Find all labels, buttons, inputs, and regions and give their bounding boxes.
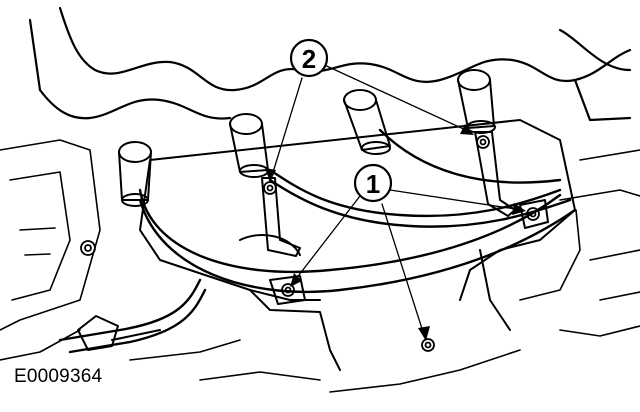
arrowhead-1c xyxy=(418,326,430,341)
upper-cover-outline xyxy=(28,6,632,122)
plug-boots xyxy=(118,69,496,207)
callout-2: 2 xyxy=(289,38,329,78)
plug-boot-2 xyxy=(229,113,269,178)
bolt-bottom xyxy=(421,338,435,352)
figure-id-label: E0009364 xyxy=(14,366,103,387)
bolt-right xyxy=(526,207,540,221)
wire-connector xyxy=(77,315,161,351)
arrowhead-2a xyxy=(265,168,276,182)
arrowhead-2b xyxy=(460,124,474,135)
arrowhead-1a xyxy=(290,273,302,287)
callout-1: 1 xyxy=(353,163,393,203)
spark-plug-wires xyxy=(58,128,577,354)
callout-1-label: 1 xyxy=(366,169,380,199)
engine-block-detail xyxy=(0,139,640,393)
bolt-lower-left xyxy=(281,283,295,297)
plug-boot-1 xyxy=(118,141,152,207)
bolt-side xyxy=(80,240,96,256)
intake-plenum xyxy=(139,119,576,371)
callout-1-leaders xyxy=(291,189,523,339)
callout-2-leaders xyxy=(269,61,471,183)
bolt-bracket-left xyxy=(263,181,277,195)
plug-boot-3 xyxy=(343,89,391,155)
callout-2-label: 2 xyxy=(302,44,316,74)
bolt-bracket-right xyxy=(476,135,490,149)
arrowhead-1b xyxy=(512,203,526,215)
